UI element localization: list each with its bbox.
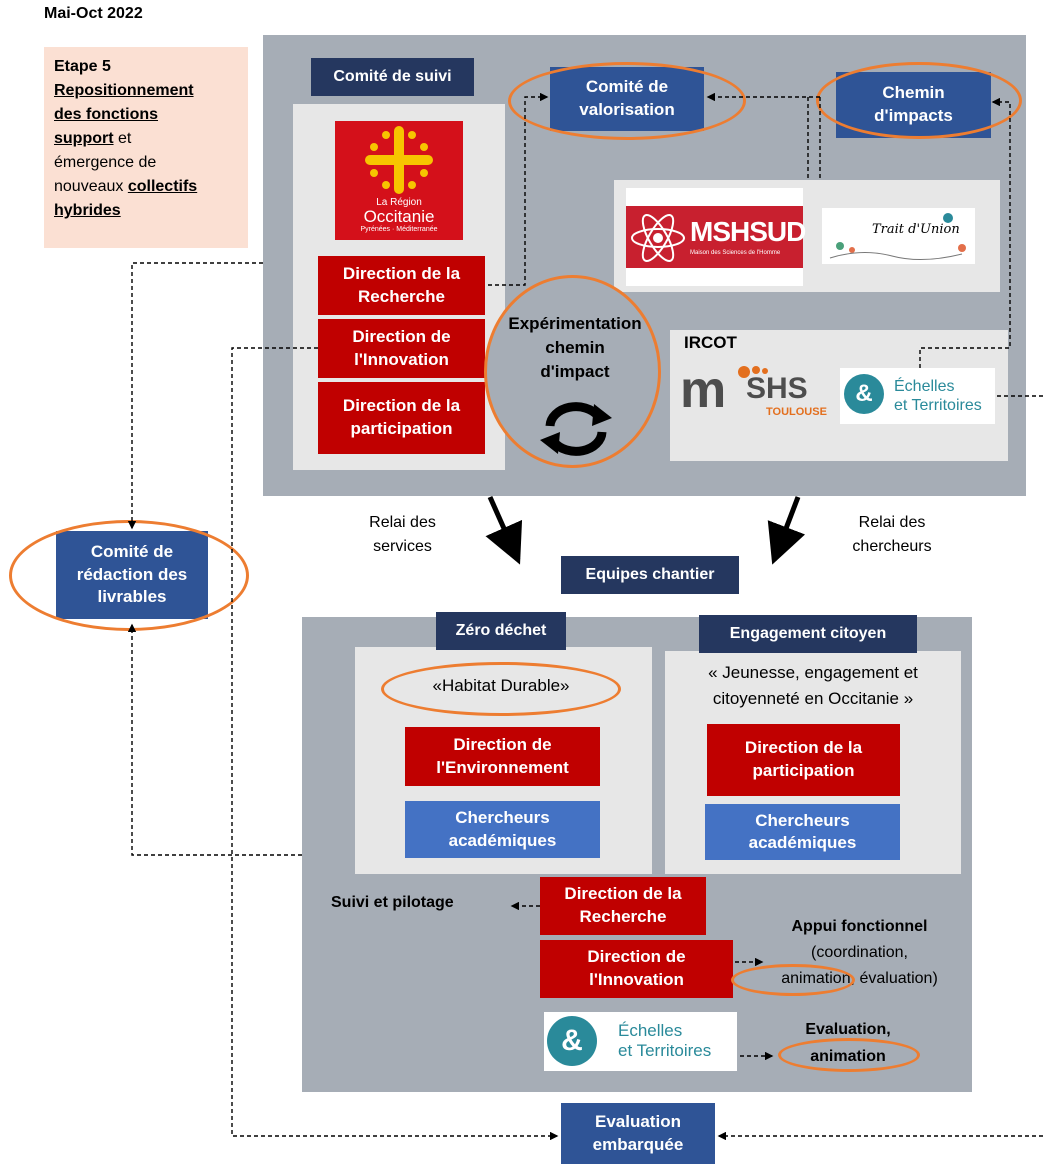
stage-box: Etape 5 Repositionnement des fonctions s… — [44, 47, 248, 248]
arrow-relai-chercheurs — [767, 496, 806, 565]
mshsud-logo: MSHSUD Maison des Sciences de l'Homme — [626, 188, 806, 286]
equipes-chantier-label: Equipes chantier — [561, 556, 739, 594]
echelles-bottom-name-1: Échelles — [618, 1021, 683, 1040]
connector-region-redaction — [127, 262, 263, 530]
habitat-durable-label: «Habitat Durable» — [432, 676, 570, 695]
animation-highlight-ring-1 — [731, 964, 855, 996]
occitan-cross-icon — [365, 126, 433, 194]
mshs-toulouse-logo: m SHS TOULOUSE — [680, 362, 836, 422]
stage-text-5: nouveaux collectifs — [54, 178, 198, 195]
connector-bottom-redaction — [127, 623, 302, 856]
chemin-highlight-ring — [816, 62, 1022, 139]
occitanie-label: Occitanie — [363, 207, 435, 226]
stage-title-3: support et — [54, 130, 132, 147]
region-sub-label: Pyrénées · Méditerranée — [360, 226, 438, 233]
arrow-relai-services — [485, 495, 523, 565]
mshs-sub-label: TOULOUSE — [766, 406, 827, 418]
period-label: Mai-Oct 2022 — [44, 5, 143, 22]
valorisation-highlight-ring — [508, 62, 746, 140]
cycle-arrows-icon — [540, 402, 612, 456]
appui-fonctionnel-label: Appui fonctionnel (coordination, animati… — [781, 918, 938, 987]
experimentation-label: Expérimentation chemin d'impact — [508, 314, 642, 381]
stage-text-6: hybrides — [54, 202, 121, 219]
echelles-name-2: et Territoires — [894, 397, 982, 414]
redaction-highlight-ring — [9, 520, 249, 631]
zero-dechet-label: Zéro déchet — [436, 612, 566, 650]
ircot-label: IRCOT — [684, 333, 737, 352]
engagement-citoyen-label: Engagement citoyen — [699, 615, 917, 653]
animation-highlight-ring-2 — [778, 1038, 920, 1072]
mshs-m-letter: m — [680, 361, 727, 419]
stage-text-4: émergence de — [54, 154, 157, 171]
echelles-logo-top: & Échelles et Territoires — [840, 368, 995, 424]
region-occitanie-logo: La Région Occitanie Pyrénées · Méditerra… — [335, 121, 463, 240]
stage-title-1: Repositionnement — [54, 82, 194, 99]
stage-number: Etape 5 — [54, 58, 111, 75]
mshsud-sub: Maison des Sciences de l'Homme — [690, 250, 781, 256]
region-label: La Région — [376, 197, 422, 208]
dots-icon — [738, 366, 768, 378]
landscape-icon — [829, 213, 966, 261]
mshsud-name: MSHSUD — [690, 216, 806, 247]
echelles-emblem-icon-bottom: & — [547, 1016, 597, 1066]
comite-suivi-label: Comité de suivi — [311, 58, 474, 96]
suivi-pilotage-label: Suivi et pilotage — [331, 894, 454, 911]
mshs-main-label: SHS — [746, 372, 808, 405]
stage-title-2: des fonctions — [54, 106, 159, 123]
atom-icon — [631, 214, 685, 262]
trait-union-logo: Trait d'Union — [822, 208, 975, 264]
echelles-bottom-name-2: et Territoires — [618, 1041, 712, 1060]
echelles-emblem-icon: & — [844, 374, 884, 414]
echelles-name-1: Échelles — [894, 378, 955, 395]
echelles-logo-bottom: & Échelles et Territoires — [544, 1012, 737, 1071]
